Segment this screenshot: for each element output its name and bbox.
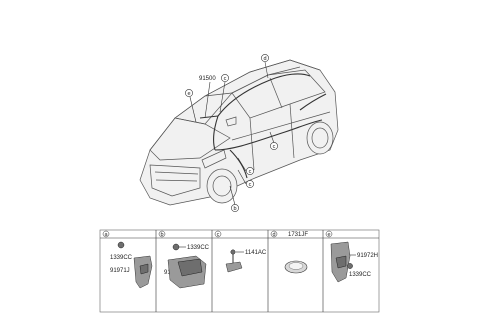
detail-panel-e: e 91972H 1339CC: [325, 230, 378, 283]
connector-block-face-icon: [177, 258, 203, 277]
roof-line: [204, 59, 321, 97]
leader-b: [229, 185, 236, 206]
leader-c-upper: [219, 81, 226, 113]
bolt-icon: [172, 243, 180, 251]
grommet-inner-icon: [288, 262, 304, 270]
svg-text:d: d: [263, 56, 266, 62]
harness-door: [229, 149, 248, 179]
part-label: 1731JF: [288, 232, 308, 238]
leader-c-right: [269, 131, 275, 144]
svg-text:a: a: [104, 232, 108, 238]
callout-b: b: [231, 204, 239, 212]
part-label: 1339CC: [349, 272, 372, 278]
svg-text:d: d: [272, 232, 275, 238]
svg-text:c: c: [249, 169, 252, 175]
label-91500: 91500: [199, 76, 216, 82]
side-crease: [231, 111, 331, 141]
harness-floor: [214, 119, 323, 151]
svg-text:e: e: [187, 91, 190, 97]
front-grille: [149, 164, 201, 197]
part-label: 1339CC: [110, 255, 133, 261]
harness-rear: [299, 93, 327, 111]
window-pillar: [269, 77, 283, 109]
rear-wheel-rim: [311, 127, 329, 149]
bolt-icon: [117, 241, 125, 249]
screw-icon: [230, 249, 236, 255]
part-label: 91972H: [357, 253, 378, 259]
detail-panel-b: b 1339CC 91973J: [158, 230, 210, 289]
callout-e-left: e: [185, 89, 193, 97]
detail-panel-d: d 1731JF: [270, 230, 308, 274]
callout-lines: [189, 61, 275, 206]
door-line: [289, 103, 295, 159]
grille-slat: [154, 171, 199, 175]
hood: [149, 117, 231, 161]
leader-c-mid: [237, 157, 247, 172]
side-mirror: [225, 116, 237, 127]
svg-text:b: b: [160, 232, 163, 238]
rear-wheel: [306, 121, 334, 155]
bolt-icon: [347, 263, 353, 269]
harness-branch: [199, 115, 219, 119]
vehicle-illustration: [139, 59, 339, 206]
svg-text:c: c: [249, 182, 252, 188]
callout-d-top: d: [261, 54, 269, 62]
wiring-harness: [199, 73, 327, 179]
headlight: [201, 149, 227, 169]
harness-roof: [217, 73, 311, 117]
callout-c-right: c: [270, 142, 278, 150]
grille-slat: [155, 179, 198, 182]
svg-text:c: c: [224, 76, 227, 82]
leader-d-top: [264, 61, 269, 79]
leader-91500: [204, 81, 211, 119]
connector-clip-icon: [139, 263, 149, 275]
detail-panel-a: a 1339CC 91971J: [102, 230, 153, 289]
part-label: 1339CC: [187, 245, 210, 251]
callout-c-mid: c: [246, 167, 254, 175]
detail-panels: a 1339CC 91971J b 1339CC 91973J c 1141AC: [99, 229, 380, 313]
harness-a-pillar: [213, 115, 219, 151]
leader-e-left: [189, 96, 197, 123]
callout-c-lower: c: [246, 180, 254, 188]
front-wheel-rim: [212, 175, 232, 197]
part-label: 1141AC: [245, 250, 267, 256]
svg-text:b: b: [233, 206, 236, 212]
svg-text:c: c: [273, 144, 276, 150]
callout-c-upper: c: [221, 74, 229, 82]
part-label: 91971J: [110, 268, 130, 274]
front-wheel: [206, 168, 238, 204]
ground-terminal-icon: [225, 261, 243, 273]
svg-text:e: e: [327, 232, 330, 238]
leader-c-lower: [237, 169, 247, 185]
detail-panel-c: c 1141AC: [214, 230, 267, 273]
door-line: [249, 117, 255, 171]
connector-clip-icon: [335, 255, 347, 269]
svg-text:c: c: [217, 232, 220, 238]
